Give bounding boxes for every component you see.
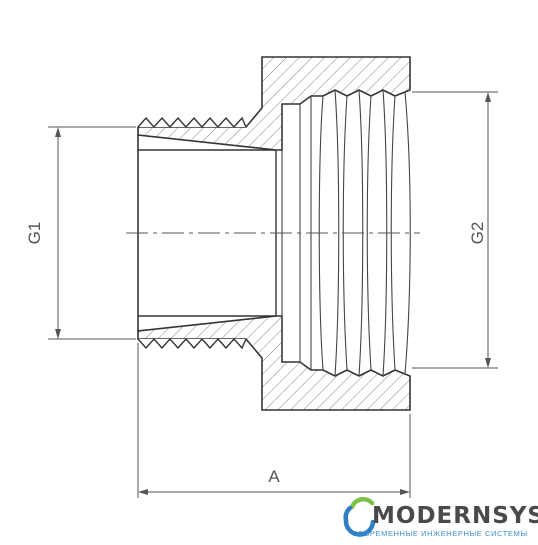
modernsys-logo: MODERNSYS СОВРЕМЕННЫЕ ИНЖЕНЕРНЫЕ СИСТЕМЫ [343, 496, 538, 538]
dimension-a [137, 343, 411, 498]
male-thread-top [137, 116, 247, 129]
top-section-body [137, 56, 411, 151]
label-g1: G1 [25, 222, 44, 245]
logo-tagline: СОВРЕМЕННЫЕ ИНЖЕНЕРНЫЕ СИСТЕМЫ [352, 529, 528, 538]
label-a: A [268, 467, 280, 486]
male-thread-bottom [137, 337, 247, 350]
label-g2: G2 [468, 222, 487, 245]
dimension-g1 [48, 126, 136, 340]
bottom-section-body [137, 315, 411, 411]
logo-name: MODERNSYS [372, 503, 538, 529]
logo-ring-icon [343, 496, 376, 537]
dimension-g2 [412, 91, 498, 369]
